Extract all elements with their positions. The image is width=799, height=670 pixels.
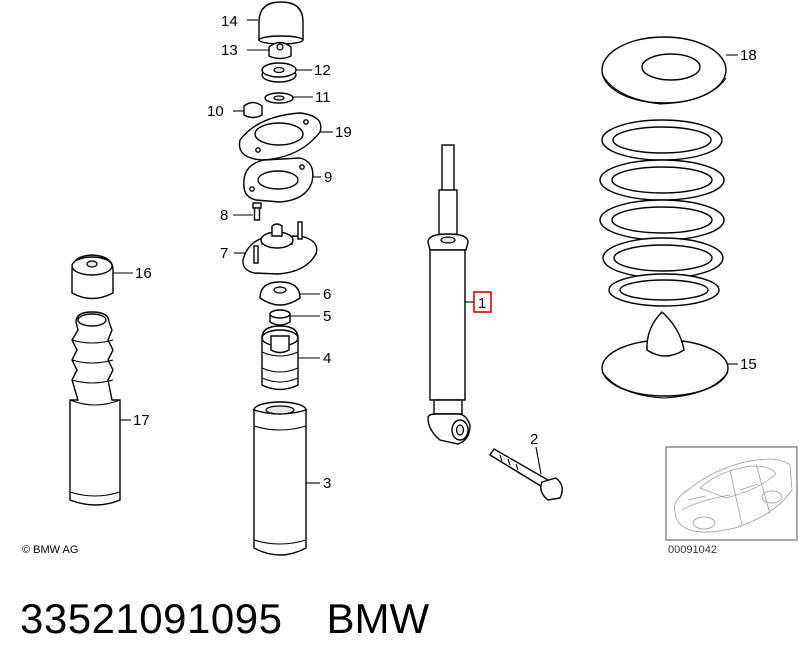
- callout-1-highlight-box: [473, 291, 492, 313]
- part-2-bolt: [489, 448, 563, 501]
- part-9-plate: [243, 157, 314, 203]
- part-12-washer: [261, 62, 297, 83]
- part-18-spring-seat: [601, 36, 727, 105]
- callout-8: 8: [220, 207, 228, 224]
- callout-9: 9: [324, 169, 332, 186]
- footer: 33521091095 BMW: [20, 584, 429, 654]
- callout-13: 13: [221, 42, 238, 59]
- callout-10: 10: [207, 103, 224, 120]
- part-19-gasket: [238, 112, 322, 161]
- callout-16: 16: [135, 265, 152, 282]
- part-4-bump-stop: [261, 325, 299, 391]
- part-13-nut: [268, 41, 292, 60]
- part-7-strut-mount: [242, 221, 318, 275]
- callout-12: 12: [314, 62, 331, 79]
- callout-3: 3: [323, 475, 331, 492]
- copyright-label: © BMW AG: [22, 544, 78, 556]
- callout-1: 1: [478, 295, 486, 312]
- part-11-washer: [264, 92, 294, 104]
- brand-name: BMW: [326, 595, 430, 642]
- vehicle-thumbnail: [665, 446, 798, 541]
- part-5-bushing: [269, 309, 291, 326]
- callout-19: 19: [335, 124, 352, 141]
- callout-11: 11: [315, 89, 331, 106]
- part-16-bump-cap: [71, 254, 114, 300]
- parts-diagram: 14 13 12 11 10 19 9 8 7 6 5 4 3 16 17 1: [22, 1, 798, 556]
- part-14-cap: [258, 1, 304, 45]
- part-6-bump-washer: [259, 281, 301, 306]
- part-17-protective-tube: [69, 311, 121, 506]
- callout-2: 2: [530, 431, 538, 448]
- callout-5: 5: [323, 308, 331, 325]
- callouts: 14 13 12 11 10 19 9 8 7 6 5 4 3 16 17 1: [113, 13, 757, 492]
- callout-15: 15: [740, 356, 757, 373]
- callout-17: 17: [133, 412, 150, 429]
- coil-spring: [599, 119, 725, 307]
- part-10-nut: [243, 101, 263, 119]
- callout-4: 4: [323, 350, 331, 367]
- part-3-dust-boot: [253, 401, 307, 556]
- callout-18: 18: [740, 47, 757, 64]
- part-8-bolt: [252, 202, 262, 221]
- callout-14: 14: [221, 13, 238, 30]
- callout-6: 6: [323, 286, 331, 303]
- part-1-shock-absorber: [427, 144, 471, 445]
- part-15-lower-seat: [601, 311, 729, 399]
- diagram-id-label: 00091042: [668, 544, 717, 556]
- part-number: 33521091095: [20, 595, 283, 642]
- callout-7: 7: [220, 245, 228, 262]
